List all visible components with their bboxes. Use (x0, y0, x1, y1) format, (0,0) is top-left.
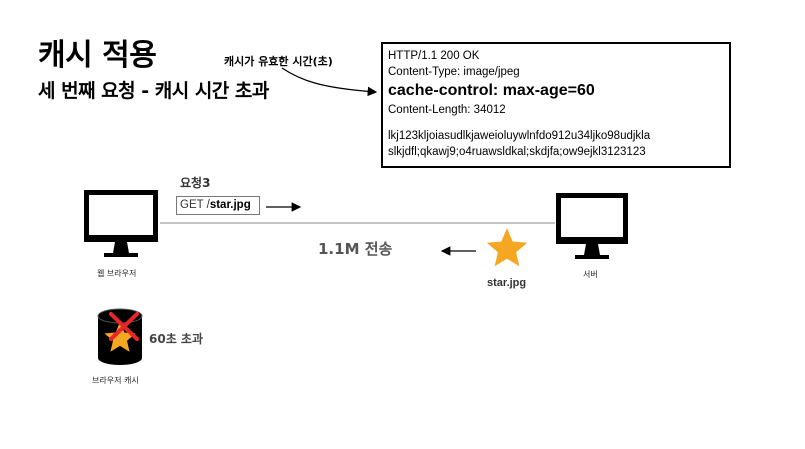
content-type-header: Content-Type: image/jpeg (388, 66, 520, 78)
max-age-annotation: 캐시가 유효한 시간(초) (224, 55, 333, 68)
transfer-size-label: 1.1M 전송 (318, 240, 393, 258)
response-message-box: HTTP/1.1 200 OK Content-Type: image/jpeg… (381, 42, 731, 168)
response-body-line-2: slkjdfl;qkawj9;o4ruawsldkal;skdjfa;ow9ej… (388, 146, 646, 158)
content-length-header: Content-Length: 34012 (388, 104, 506, 116)
star-file-icon (486, 228, 528, 267)
response-body-line-1: lkj123kljoiasudlkjaweioluywlnfdo912u34lj… (388, 130, 651, 142)
page-subtitle: 세 번째 요청 - 캐시 시간 초과 (38, 80, 269, 102)
star-file-label: star.jpg (487, 277, 527, 289)
page-title: 캐시 적용 (38, 38, 157, 73)
browser-monitor-icon (84, 190, 158, 257)
request-step-label: 요청3 (180, 176, 211, 190)
browser-cache-label: 브라우저 캐시 (92, 376, 139, 385)
cache-expired-label: 60초 초과 (149, 332, 203, 346)
annotation-arrow (281, 67, 378, 97)
request-line-box: GET /star.jpg (176, 196, 260, 215)
server-monitor-icon (556, 193, 628, 259)
cache-control-header: cache-control: max-age=60 (388, 82, 595, 99)
browser-label: 웹 브라우저 (97, 269, 137, 278)
cache-expired-cross-icon (109, 312, 139, 341)
status-line: HTTP/1.1 200 OK (388, 50, 480, 62)
request-method: GET / (180, 199, 210, 211)
server-label: 서버 (583, 270, 598, 279)
request-path: star.jpg (209, 199, 251, 211)
